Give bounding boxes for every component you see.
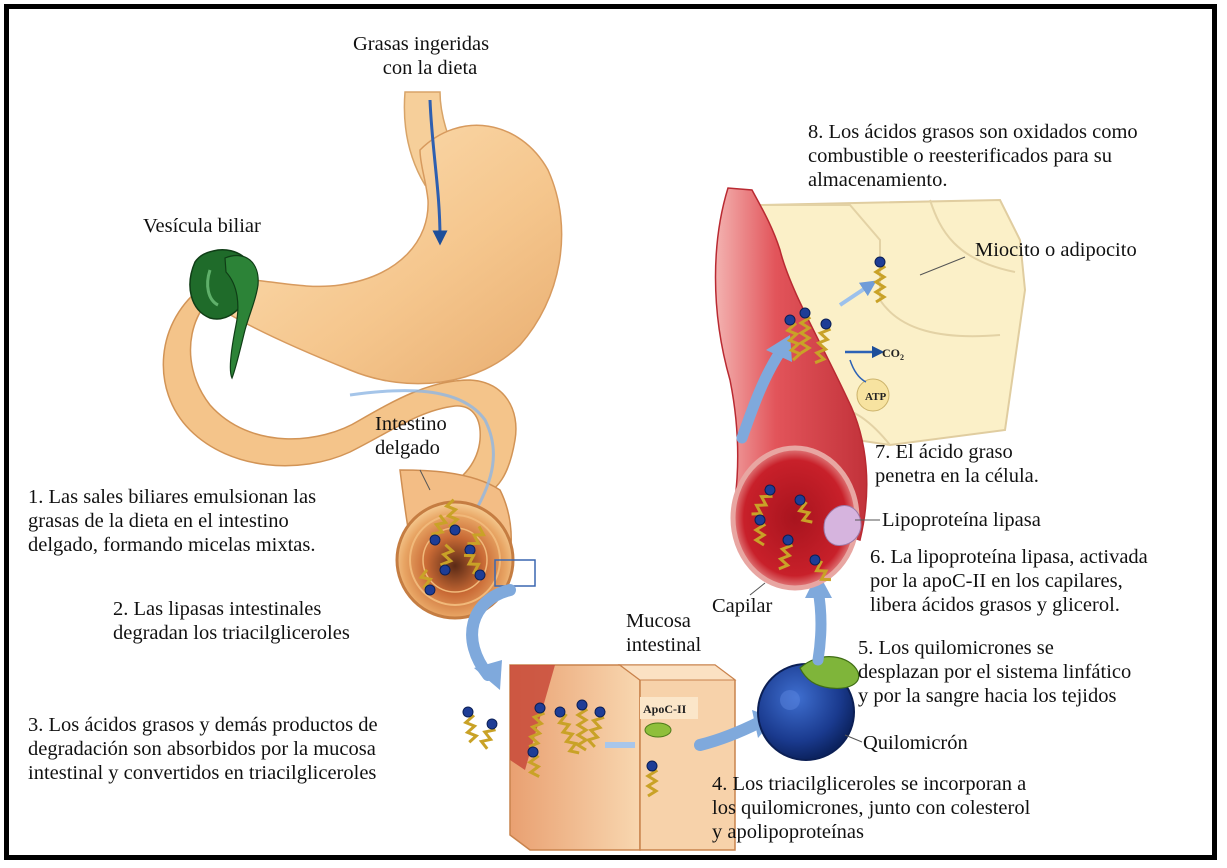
label-step-3: 3. Los ácidos grasos y demás productos d… xyxy=(28,713,378,785)
label-intestino-delgado: Intestino delgado xyxy=(375,412,447,460)
arrow-to-capillary xyxy=(818,590,821,660)
fatty-acid-icon xyxy=(479,718,499,750)
label-miocito: Miocito o adipocito xyxy=(975,238,1137,262)
label-mucosa-intestinal: Mucosa intestinal xyxy=(626,609,701,657)
leader-quilomicron xyxy=(845,735,862,742)
gallbladder xyxy=(190,250,258,378)
stomach xyxy=(215,125,561,383)
chylomicron xyxy=(758,657,859,760)
label-step-1: 1. Las sales biliares emulsionan las gra… xyxy=(28,485,316,557)
label-quilomicron: Quilomicrón xyxy=(863,731,968,755)
label-step-4: 4. Los triacilgliceroles se incorporan a… xyxy=(712,772,1030,844)
mucosa-block xyxy=(510,665,735,850)
label-lipoproteina-lipasa: Lipoproteína lipasa xyxy=(882,508,1041,532)
label-step-2: 2. Las lipasas intestinales degradan los… xyxy=(113,597,350,645)
label-capilar: Capilar xyxy=(712,594,772,618)
label-step-8: 8. Los ácidos grasos son oxidados como c… xyxy=(808,120,1138,192)
label-vesicula-biliar: Vesícula biliar xyxy=(143,214,261,238)
label-step-5: 5. Los quilomicrones se desplazan por el… xyxy=(858,636,1131,708)
atp-label: ATP xyxy=(865,391,886,403)
label-grasas-ingeridas: Grasas ingeridas con la dieta xyxy=(353,32,489,80)
label-step-7: 7. El ácido graso penetra en la célula. xyxy=(875,440,1039,488)
label-step-6: 6. La lipoproteína lipasa, activada por … xyxy=(870,545,1148,617)
fatty-acid-icon xyxy=(462,706,478,742)
apoc-label: ApoC-II xyxy=(643,702,687,716)
arrow-to-mucosa xyxy=(472,590,510,675)
